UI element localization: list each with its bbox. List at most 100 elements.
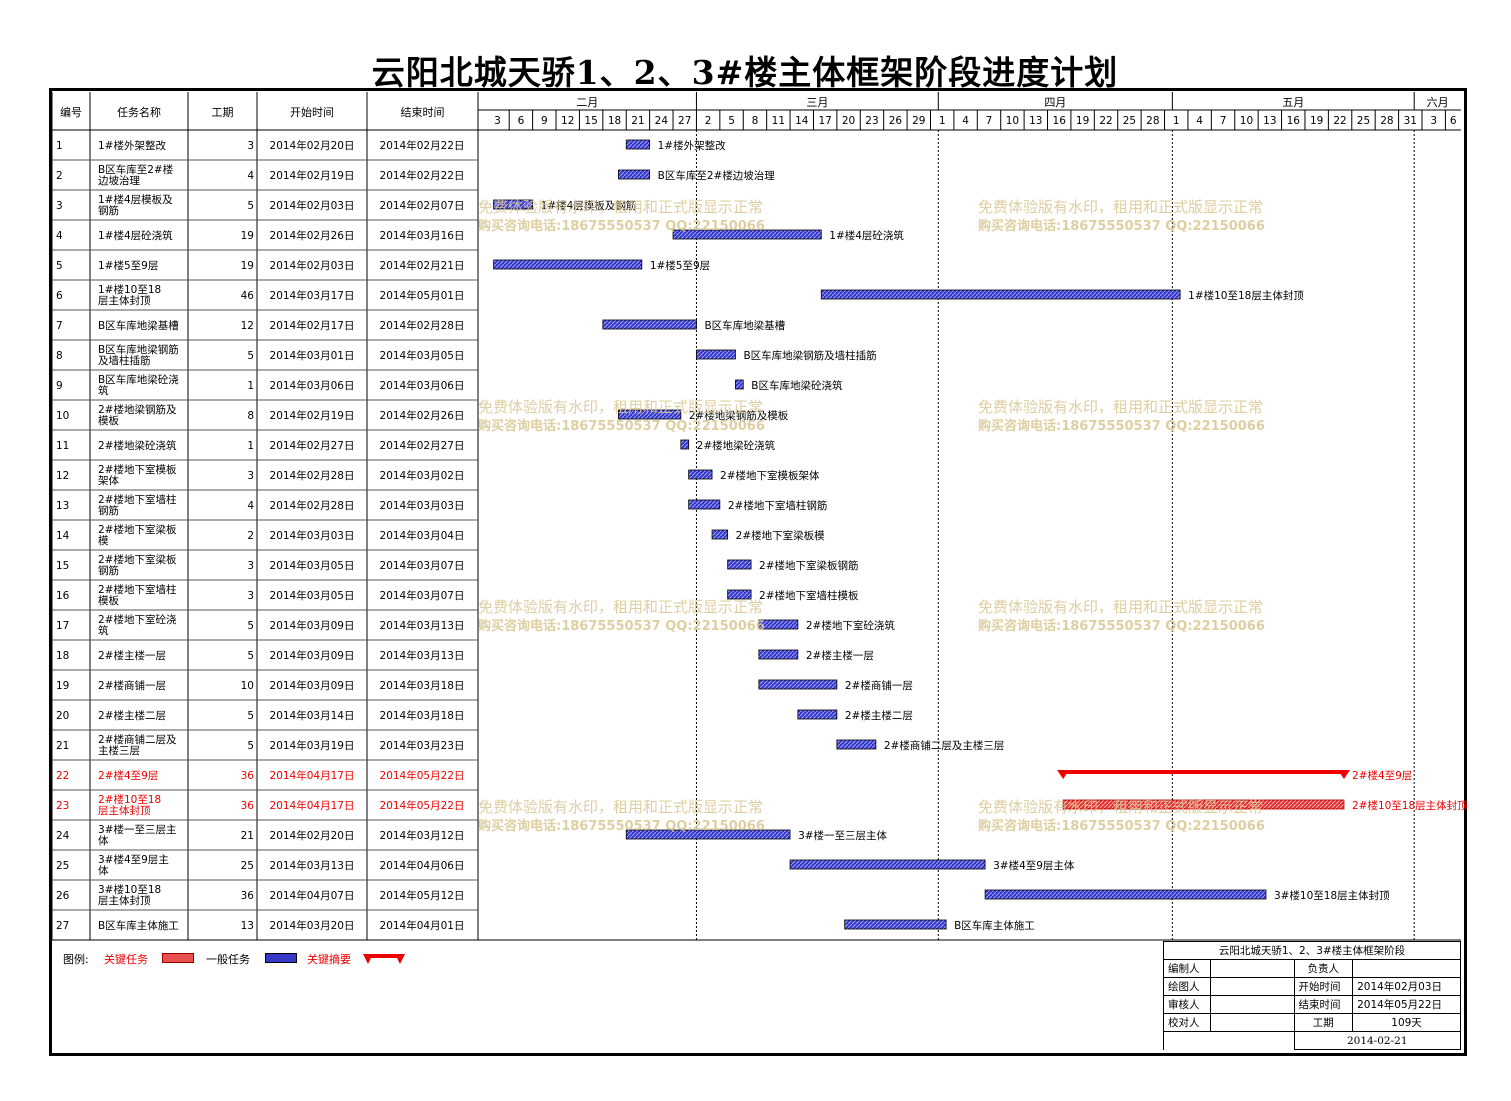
task-end: 2014年02月27日 [380, 439, 465, 452]
task-name: 3#楼一至三层主 [98, 823, 176, 836]
task-id: 25 [56, 860, 69, 872]
checker-value [1209, 1013, 1295, 1032]
task-duration: 3 [247, 470, 254, 482]
bar-label: B区车库地梁基槽 [704, 319, 785, 332]
task-start: 2014年04月17日 [270, 769, 355, 782]
day-tick: 13 [1029, 115, 1042, 127]
gantt-bar [688, 469, 713, 480]
day-tick: 4 [1196, 115, 1203, 127]
task-name: 2#楼4至9层 [98, 769, 158, 782]
month-label: 五月 [1282, 96, 1304, 109]
day-tick: 28 [1146, 115, 1159, 127]
task-name: 1#楼5至9层 [98, 259, 158, 272]
owner-value [1352, 959, 1461, 978]
day-tick: 21 [631, 115, 644, 127]
task-duration: 19 [241, 260, 254, 272]
bar-label: 2#楼地下室梁板模 [736, 529, 825, 542]
start-label: 开始时间 [1293, 977, 1354, 996]
gantt-bar [493, 199, 534, 210]
task-name: 筑 [98, 624, 109, 637]
bar-label: B区车库至2#楼边坡治理 [658, 169, 776, 182]
task-name: 体 [98, 835, 109, 847]
legend-prefix: 图例: [63, 953, 89, 966]
watermark-line-2: 购买咨询电话:18675550537 QQ:22150066 [478, 418, 765, 434]
legend-normal-label: 一般任务 [206, 953, 250, 966]
day-tick: 7 [1220, 115, 1227, 127]
watermark-line-2: 购买咨询电话:18675550537 QQ:22150066 [978, 218, 1265, 234]
task-duration: 36 [241, 890, 255, 902]
task-name: 1#楼外架整改 [98, 139, 166, 152]
task-duration: 5 [247, 650, 254, 662]
day-tick: 18 [608, 115, 621, 127]
day-tick: 24 [655, 115, 669, 127]
task-start: 2014年02月17日 [270, 319, 355, 332]
task-start: 2014年04月17日 [270, 799, 355, 812]
gantt-bar [696, 349, 736, 360]
bar-label: B区车库地梁砼浇筑 [751, 379, 843, 392]
bar-label: 2#楼地下室砼浇筑 [806, 619, 895, 632]
day-tick: 29 [912, 115, 925, 127]
task-start: 2014年02月28日 [270, 469, 355, 482]
day-tick: 6 [1450, 115, 1457, 127]
task-id: 8 [56, 350, 63, 362]
gantt-bar [735, 379, 744, 390]
day-tick: 17 [818, 115, 831, 127]
bar-label: B区车库主体施工 [954, 919, 1035, 932]
legend-critical-label: 关键任务 [104, 953, 148, 966]
task-name: 层主体封顶 [98, 294, 151, 307]
task-start: 2014年02月27日 [270, 439, 355, 452]
day-tick: 19 [1310, 115, 1323, 127]
task-duration: 36 [241, 800, 255, 812]
task-start: 2014年02月19日 [270, 409, 355, 422]
bar-label: 2#楼地下室梁板钢筋 [759, 559, 858, 572]
legend-normal-swatch [265, 953, 297, 963]
gantt-bar [618, 409, 682, 420]
day-tick: 14 [795, 115, 809, 127]
task-id: 26 [56, 890, 70, 902]
day-tick: 22 [1333, 115, 1346, 127]
day-tick: 13 [1263, 115, 1276, 127]
bar-label: 3#楼一至三层主体 [798, 829, 887, 842]
day-tick: 2 [705, 115, 712, 127]
bar-label: 2#楼主楼二层 [845, 709, 913, 722]
task-duration: 5 [247, 620, 254, 632]
task-id: 4 [56, 230, 63, 242]
task-end: 2014年02月21日 [380, 259, 465, 272]
day-tick: 1 [1173, 115, 1180, 127]
task-name: 2#楼地下室墙柱 [98, 583, 177, 596]
bar-label: 2#楼地下室墙柱钢筋 [728, 499, 827, 512]
task-name: 2#楼商铺二层及 [98, 733, 177, 746]
watermark-line-2: 购买咨询电话:18675550537 QQ:22150066 [478, 618, 765, 634]
header-start: 开始时间 [290, 105, 334, 119]
end-value: 2014年05月22日 [1352, 995, 1461, 1014]
info-blank [1163, 1031, 1295, 1050]
owner-label: 负责人 [1293, 959, 1354, 978]
day-tick: 25 [1123, 115, 1136, 127]
task-name: 主楼三层 [98, 744, 140, 757]
task-start: 2014年02月26日 [270, 229, 355, 242]
bar-label: 2#楼地下室模板架体 [720, 469, 820, 482]
chart-frame [49, 88, 1467, 1056]
task-name: B区车库至2#楼 [98, 163, 174, 176]
task-start: 2014年02月03日 [270, 259, 355, 272]
day-tick: 9 [541, 115, 548, 127]
drawer-label: 绘图人 [1163, 977, 1211, 996]
task-start: 2014年03月05日 [270, 589, 355, 602]
drawer-value [1209, 977, 1295, 996]
gantt-bar [836, 739, 877, 750]
bar-label: 2#楼商铺一层 [845, 679, 913, 692]
gantt-bar [680, 439, 690, 450]
header-dur: 工期 [212, 106, 234, 119]
gantt-bar [1062, 799, 1345, 810]
watermark-line-1: 免费体验版有水印，租用和正式版显示正常 [478, 198, 763, 216]
task-name: 2#楼商铺一层 [98, 679, 166, 692]
task-name: B区车库主体施工 [98, 919, 179, 932]
task-id: 27 [56, 920, 69, 932]
editor-value [1209, 959, 1295, 978]
day-tick: 28 [1380, 115, 1393, 127]
task-duration: 21 [241, 830, 254, 842]
reviewer-value [1209, 995, 1295, 1014]
bar-label: 3#楼4至9层主体 [993, 859, 1075, 872]
bar-label: 2#楼4至9层 [1352, 769, 1412, 782]
task-start: 2014年03月01日 [270, 349, 355, 362]
